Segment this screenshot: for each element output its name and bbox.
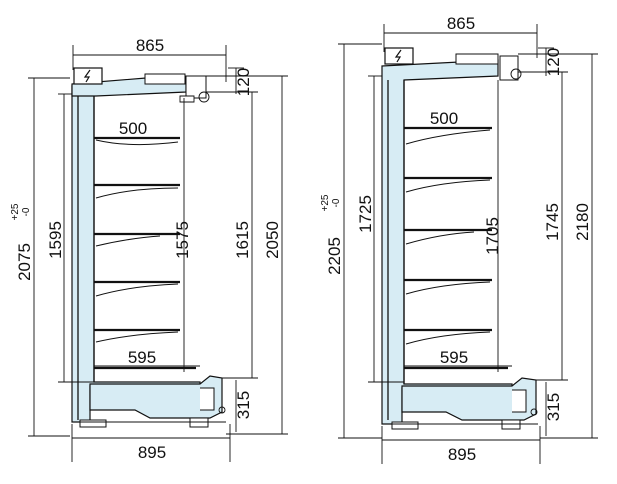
- left-base-height-label: 315: [234, 391, 253, 419]
- left-inner-height-label: 1595: [46, 221, 65, 259]
- right-top-unit: [455, 53, 499, 65]
- right-outer-height-label: 2180: [573, 203, 592, 241]
- right-cabinet: 865 500 595: [320, 14, 598, 464]
- right-total-height-tol-plus: +25: [320, 194, 331, 211]
- left-bottom-width-label: 895: [138, 443, 166, 462]
- lightning-icon: [394, 49, 402, 63]
- left-bottom-width-dimension: 895: [71, 424, 231, 462]
- right-total-height-tol-minus: -0: [331, 198, 342, 207]
- left-foot-front: [79, 419, 107, 428]
- right-control-box: [384, 47, 414, 65]
- right-opening-height-dimension: 1745: [518, 71, 568, 381]
- left-foot-back: [189, 417, 209, 428]
- right-shelves: [404, 126, 508, 370]
- lightning-icon: [83, 69, 91, 83]
- left-cabinet: 865: [10, 36, 288, 462]
- left-opening-height-dimension: 1615: [206, 91, 258, 379]
- right-foot-front: [391, 421, 419, 430]
- right-top-section-dimension: 120: [538, 47, 563, 76]
- left-outer-height-label: 2050: [263, 221, 282, 259]
- left-base-depth-label: 595: [128, 348, 156, 367]
- right-base-height-label: 315: [544, 393, 563, 421]
- left-shelves: [94, 136, 196, 370]
- left-outer-height-dimension: 2050: [206, 75, 288, 435]
- left-top-section-dimension: 120: [228, 67, 253, 96]
- right-inner-height-dimension: 1725: [356, 75, 404, 383]
- right-opening-height-label: 1745: [543, 203, 562, 241]
- right-bottom-width-dimension: 895: [381, 426, 541, 464]
- left-shelf-height-label: 1575: [173, 221, 192, 259]
- right-foot-back: [501, 419, 521, 430]
- right-shelf-depth-label: 500: [430, 109, 458, 128]
- left-total-height-tol-minus: -0: [21, 207, 32, 216]
- right-outer-height-dimension: 2180: [518, 53, 598, 439]
- left-total-height-label: 2075: [15, 243, 34, 281]
- left-top-width-label: 865: [136, 36, 164, 55]
- left-opening-height-label: 1615: [233, 221, 252, 259]
- right-shelf-height-label: 1705: [483, 217, 502, 255]
- right-base-housing: [401, 377, 537, 421]
- right-inner-height-label: 1725: [356, 195, 375, 233]
- right-front-light-housing: [499, 55, 519, 81]
- right-total-height-label: 2205: [325, 237, 344, 275]
- left-inner-height-dimension: 1595: [46, 93, 94, 383]
- left-base-height-dimension: 315: [234, 380, 253, 432]
- right-bottom-width-label: 895: [448, 445, 476, 464]
- left-top-section-label: 120: [234, 68, 253, 96]
- right-top-section-label: 120: [544, 48, 563, 76]
- right-base-depth-label: 595: [440, 348, 468, 367]
- left-control-box: [73, 67, 103, 85]
- left-total-height-tol-plus: +25: [10, 203, 21, 220]
- left-top-width-dimension: 865: [72, 36, 227, 82]
- left-shelf-depth-label: 500: [119, 119, 147, 138]
- right-top-width-dimension: 865: [383, 14, 538, 58]
- left-front-light-housing: [185, 75, 207, 99]
- left-top-unit: [144, 73, 186, 85]
- left-base-housing: [89, 375, 223, 419]
- left-total-height-dimension: 2075 +25 -0: [10, 77, 70, 437]
- right-total-height-dimension: 2205 +25 -0: [320, 43, 382, 439]
- right-base-height-dimension: 315: [544, 382, 563, 436]
- right-top-width-label: 865: [447, 14, 475, 33]
